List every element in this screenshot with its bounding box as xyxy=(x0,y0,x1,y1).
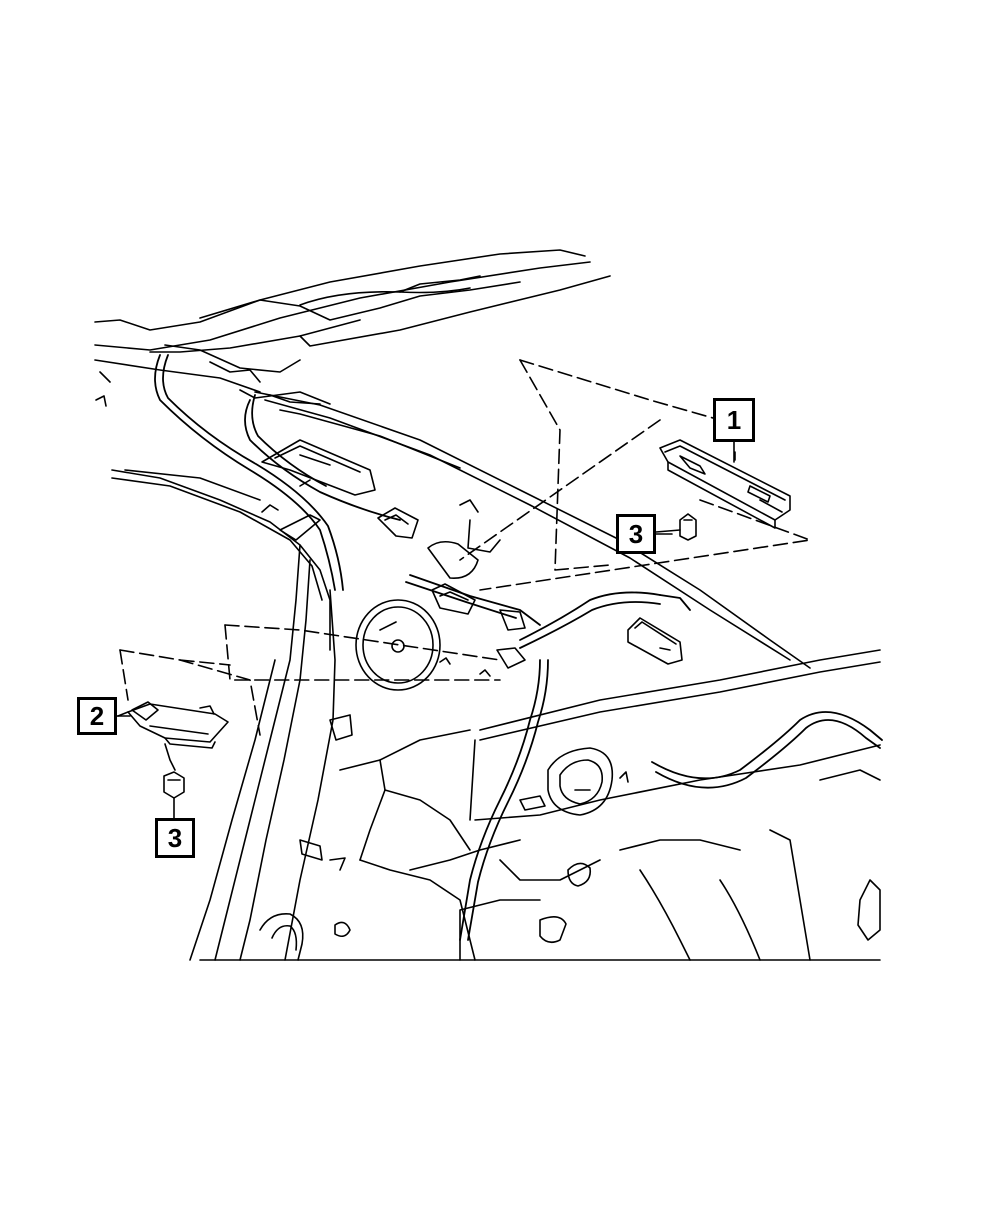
part-1-module xyxy=(659,439,791,529)
roof-structure xyxy=(94,249,611,407)
callout-3-upper: 3 xyxy=(616,514,656,554)
headliner-brackets xyxy=(261,439,501,553)
callout-2: 2 xyxy=(77,697,117,735)
part-3-screw-upper xyxy=(655,513,697,541)
wire-harness-trim xyxy=(651,711,883,789)
part-3-screw-lower xyxy=(163,771,185,819)
callout-leaders xyxy=(116,441,735,717)
part-2-module xyxy=(117,701,229,771)
d-pillar-frame xyxy=(111,469,336,961)
wire-harness-lower xyxy=(459,591,691,941)
leader-lines xyxy=(119,359,811,736)
callout-3-lower: 3 xyxy=(155,818,195,858)
harness-bracket-right xyxy=(627,617,683,665)
wire-harness-upper xyxy=(154,354,541,626)
wheelhouse-structure xyxy=(199,714,881,961)
rear-trim-panel xyxy=(469,649,881,821)
callout-1: 1 xyxy=(713,398,755,442)
module-mount-area xyxy=(427,540,526,677)
rear-rail xyxy=(254,391,811,669)
